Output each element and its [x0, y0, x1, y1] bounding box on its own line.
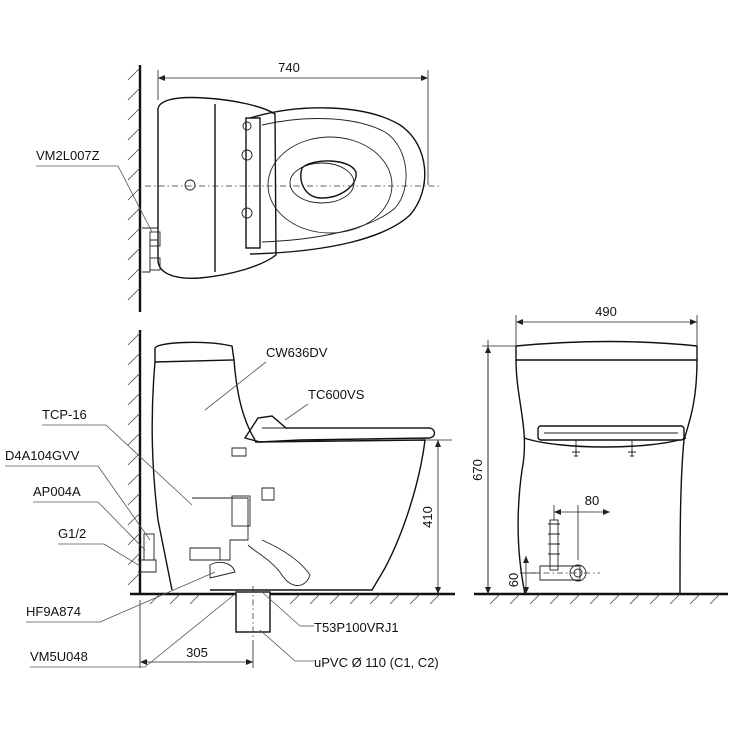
side-wall-hatch — [127, 332, 141, 586]
label-hf9a874: HF9A874 — [26, 604, 81, 619]
end-supply-pipe — [549, 519, 559, 571]
side-bidet-nozzle — [231, 447, 247, 457]
end-body-left — [515, 359, 526, 595]
top-seat-outline — [249, 107, 426, 255]
top-hinge-1 — [242, 121, 252, 131]
top-seat-inner — [261, 118, 407, 243]
top-center-hole — [184, 179, 196, 191]
top-hinge-3 — [241, 207, 253, 219]
end-body-right — [679, 359, 698, 595]
label-d4a104gvv: D4A104GVV — [5, 448, 80, 463]
dim-80: 80 — [585, 493, 599, 508]
end-lid — [515, 340, 698, 361]
side-flex-hose — [247, 539, 311, 586]
end-supply-threads — [548, 523, 560, 555]
top-stop-valve — [142, 227, 159, 273]
top-bowl-rim — [267, 136, 393, 234]
leader-tcp16-b — [105, 424, 193, 506]
side-tank-lid — [154, 341, 235, 363]
side-supply-elbow — [189, 547, 221, 561]
dim-410: 410 — [420, 506, 435, 528]
top-valve-body — [149, 231, 161, 247]
top-bowl-water — [289, 162, 355, 204]
label-t53p100vrj1: T53P100VRJ1 — [314, 620, 399, 635]
label-tcp16: TCP-16 — [42, 407, 87, 422]
end-view: 490 80 670 60 — [470, 304, 728, 605]
dim-305: 305 — [186, 645, 208, 660]
top-hinge-2 — [241, 149, 253, 161]
leader-hf9a874-b — [99, 571, 216, 623]
top-bowl-trap — [300, 160, 357, 199]
top-tank-outline — [157, 96, 277, 279]
side-floor-hatch — [149, 593, 441, 605]
side-valve-base — [138, 559, 157, 573]
top-view: 740 VM2L007Z — [36, 60, 440, 312]
label-vm5u048: VM5U048 — [30, 649, 88, 664]
side-bowl — [210, 439, 426, 591]
side-seat — [243, 415, 436, 443]
dim-490: 490 — [595, 304, 617, 319]
end-rim — [523, 437, 687, 448]
leader-t53p100vrj1-b — [261, 591, 301, 627]
leader-tc600vs — [284, 403, 309, 421]
side-outlet-pipe — [235, 591, 271, 633]
dim-60: 60 — [506, 573, 521, 587]
leader-g12-b — [103, 543, 141, 567]
side-flange — [209, 561, 236, 579]
leader-d4a104gvv-b — [97, 465, 151, 541]
label-g12: G1/2 — [58, 526, 86, 541]
top-seat-hinge-block — [245, 117, 261, 249]
dim-670: 670 — [470, 459, 485, 481]
leader-ap004a-b — [97, 501, 146, 551]
side-view: 410 305 CW636DV TC600VS TCP-16 D4A104GVV… — [5, 330, 455, 670]
label-ap004a: AP004A — [33, 484, 81, 499]
label-vm2l007z: VM2L007Z — [36, 148, 100, 163]
label-cw636dv: CW636DV — [266, 345, 328, 360]
label-upvc: uPVC Ø 110 (C1, C2) — [314, 655, 439, 670]
end-valve-body — [539, 565, 581, 581]
label-tc600vs: TC600VS — [308, 387, 365, 402]
side-float — [261, 487, 275, 501]
top-wall-hatch — [127, 67, 141, 301]
leader-upvc-b — [259, 629, 296, 662]
leader-vm2l007z-b — [117, 165, 153, 233]
side-trap-way — [192, 497, 249, 561]
dim-740: 740 — [278, 60, 300, 75]
end-hinge-left — [572, 440, 580, 457]
end-floor-hatch — [489, 593, 721, 605]
side-fill-valve — [231, 495, 251, 527]
leader-vm5u048-b — [144, 589, 241, 668]
leader-cw636dv — [204, 361, 267, 411]
end-hinge-right — [628, 440, 636, 457]
top-valve-cap — [149, 257, 161, 271]
side-tank-front — [233, 359, 256, 441]
side-tank-back — [151, 361, 173, 591]
